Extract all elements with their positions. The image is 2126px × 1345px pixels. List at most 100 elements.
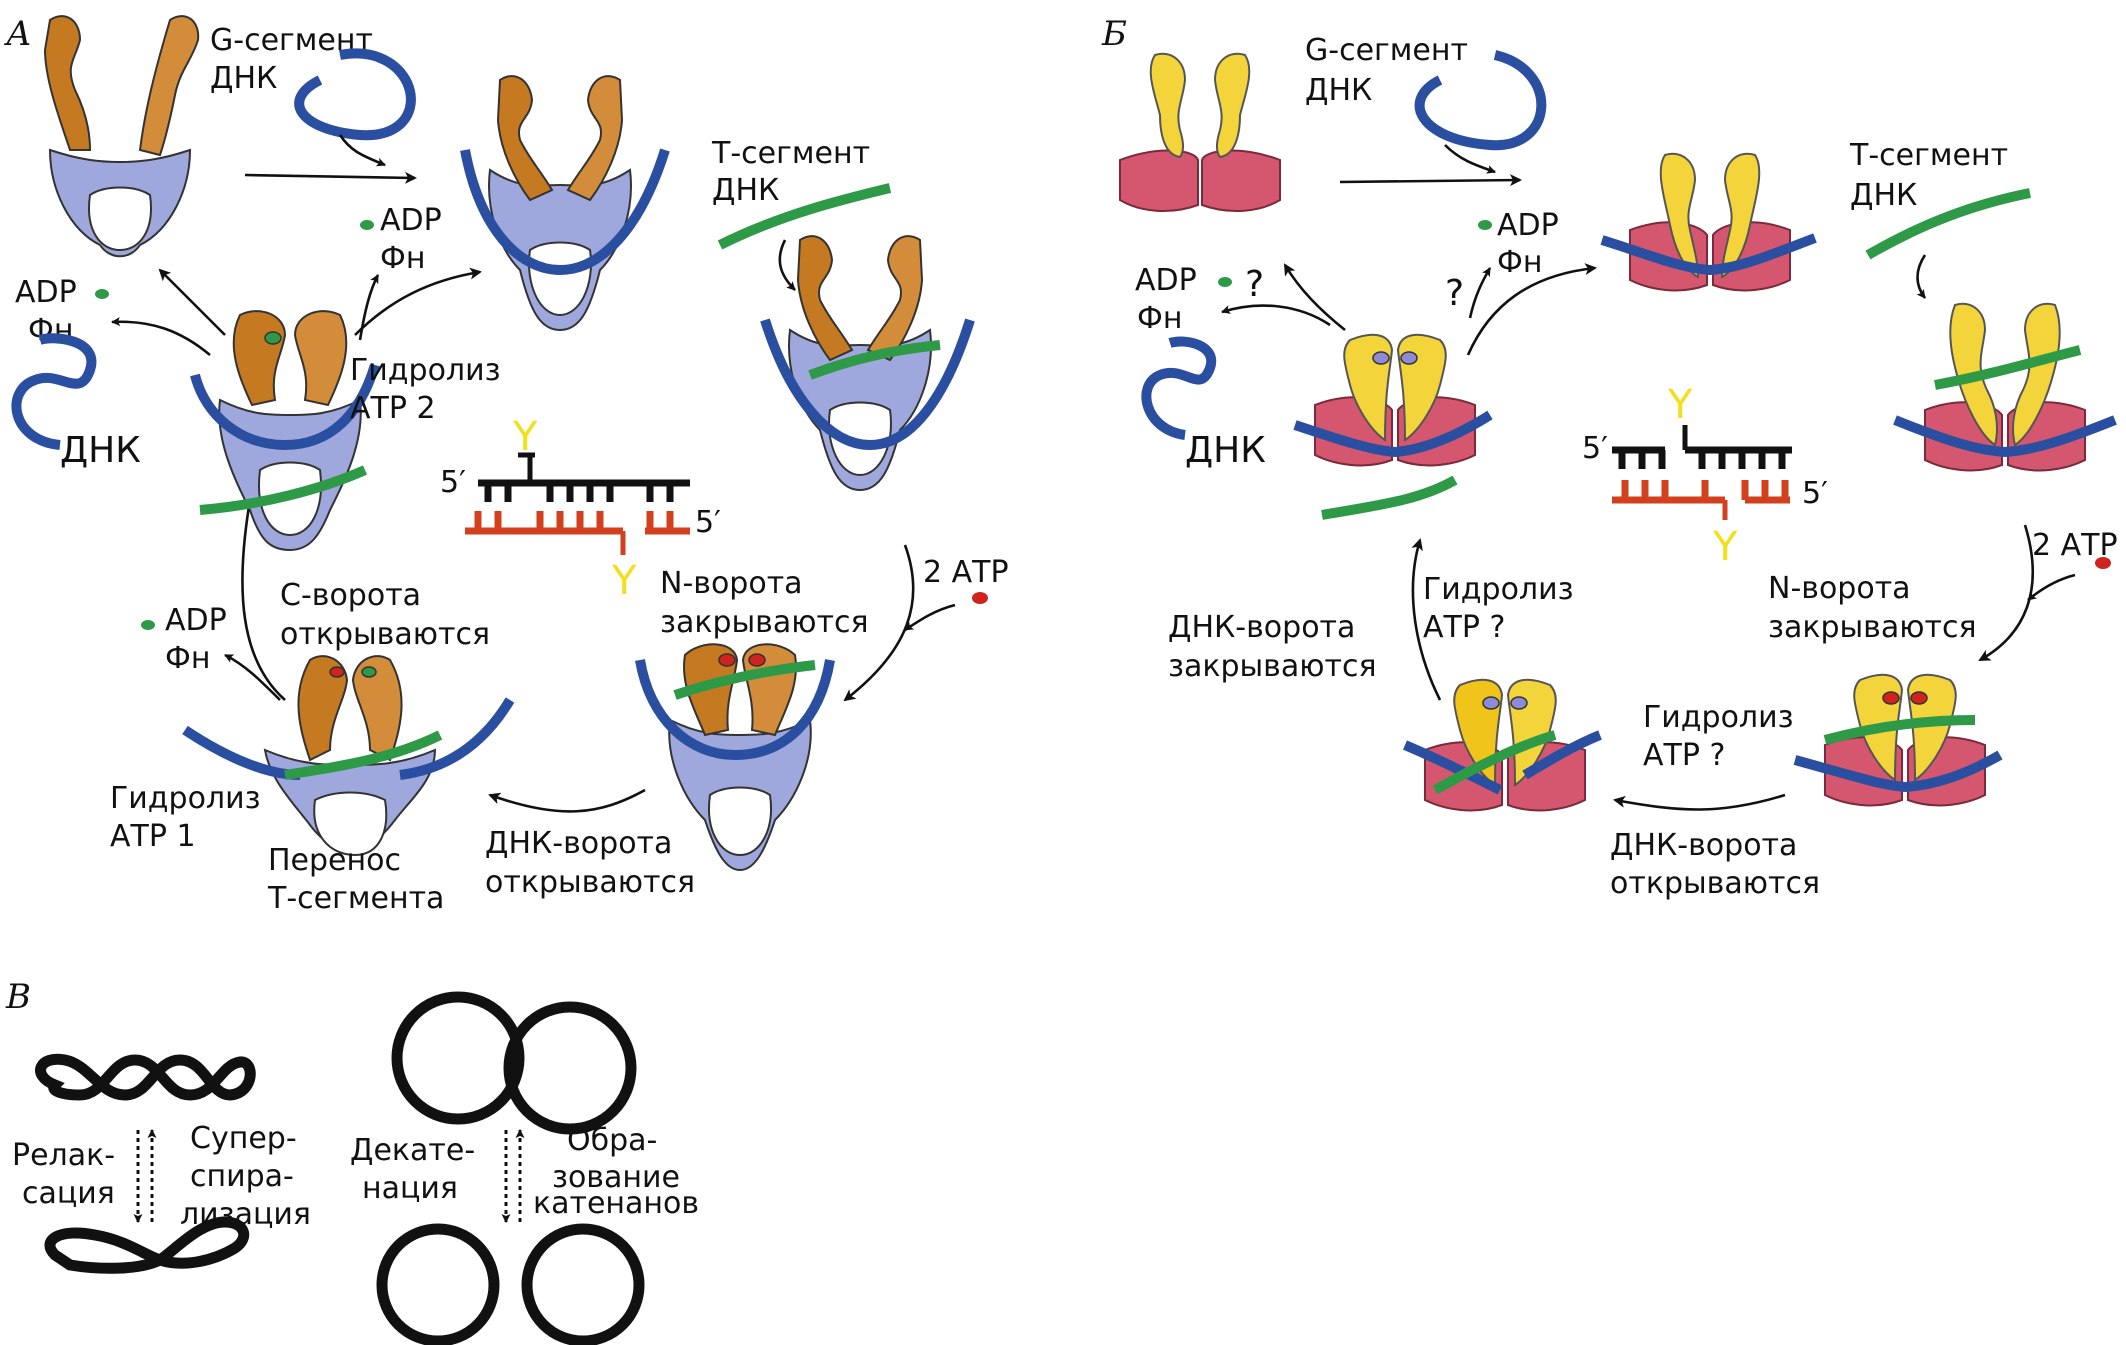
pi-left-b: Фн [1137,301,1182,336]
dna-gate-open-label-b: ДНК-ворота [1610,828,1797,863]
topo-transfer [1424,678,1586,812]
adp-dot-left-a [95,289,109,299]
arrow-adp-bottom-a [224,653,281,701]
t-segment-dna-b [1865,188,2031,260]
panel-label-b: Б [1101,14,1127,54]
arrow-up-left-a [158,268,226,336]
t-dna-nclosed-b [1823,715,1976,745]
svg-text:Y: Y [512,414,538,460]
adp-bottom-a: ADP [165,603,227,638]
t-segment-label-a: Т-сегмент [711,136,870,171]
n-gate-label2-b: закрываются [1768,610,1977,645]
svg-text:5′: 5′ [440,465,466,500]
arrow-t-bind-b [1916,254,1927,299]
arrow-bottom-a [488,788,646,813]
panel-label-c: В [5,977,31,1017]
supercoil-label3-c: лизация [180,1197,311,1232]
supercoiled-dna [35,1053,256,1101]
arrow-top-b [1339,174,1522,187]
arrow-t-bind-a [778,239,796,291]
supercoil-label-c: Супер- [190,1121,297,1156]
arrow-right-down-b [1978,524,2034,662]
arrow-up-right-a [354,267,482,336]
t-dna-right-b [1934,345,2082,390]
t-segment-dna-label-b: ДНК [1850,178,1917,213]
adp-dot-left-b [1218,277,1232,287]
g-segment-dna-a [294,48,416,141]
t-dna-transfer-a [284,730,443,780]
pi-bottom-a: Фн [165,641,210,676]
t-dna-nclosed-a [673,660,816,700]
n-gate-label-a: N-ворота [660,566,803,601]
arrow-left-up-b [1411,538,1442,701]
dna-released-b [1141,336,1217,440]
g-segment-dna-b [1414,50,1547,151]
topo-open [1119,52,1281,213]
atp-dot-b [2095,557,2111,569]
dna-released-label-a: ДНК [60,430,141,471]
adp-dot-top-b [1478,220,1492,230]
c-gate-label-a: С-ворота [280,578,421,613]
hydrolysis1-label2-a: АТР 1 [110,819,196,854]
two-atp-a: 2 АТР [923,555,1009,590]
arrow-atp-in-b [2027,573,2076,601]
relaxed-dna [44,1216,250,1274]
hydrolysis2-label2-a: АТР 2 [350,391,436,426]
g-dna-nclosed-b [1793,750,2003,793]
hydrolysis-q-bottom-label2-b: АТР ? [1643,738,1725,773]
g-dna-bound-b [1600,233,1817,276]
covalent-intermediate-b: 5′ 5′ Y Y [1582,382,1828,570]
g-dna-right-a [760,318,975,451]
adp-left-a: ADP [15,275,77,310]
gyrase-transfer [263,655,437,857]
arrow-adp-top-b [1468,267,1492,319]
free-ring-left [376,1223,500,1345]
dna-gate-open-label2-b: открываются [1610,866,1820,901]
hydrolysis2-label-a: Гидролиз [350,353,501,388]
svg-text:5′: 5′ [1802,476,1828,511]
t-segment-label-b: Т-сегмент [1849,138,2008,173]
catenane-ring-right [503,1001,637,1135]
dna-released-label-b: ДНК [1185,430,1266,471]
svg-text:Y: Y [1712,524,1738,570]
adp-dot-top-a [360,220,374,230]
catenation-label3-c: катенанов [533,1186,699,1221]
atp-dot-a [972,592,988,604]
hydrolysis-q-bottom-label-b: Гидролиз [1643,700,1794,735]
arrow-g-bind-a [338,134,386,167]
g-dna-release-b [1293,410,1493,458]
relaxation-label-c: Релак- [12,1138,115,1173]
g-dna-release-a [190,363,380,451]
free-ring-right [521,1223,645,1345]
gyrase-gbound [488,75,632,331]
t-dna-release-b [1321,475,1458,520]
question-left-b: ? [1245,264,1264,305]
arrow-bottom-b [1613,793,1786,811]
dna-gate-open-label-a: ДНК-ворота [485,826,672,861]
g-dna-nclosed-a [635,659,835,761]
pi-top-a: Фн [380,241,425,276]
n-gate-label-b: N-ворота [1768,571,1911,606]
g-dna-transfer-b [1403,730,1602,795]
dna-gate-open-label2-a: открываются [485,865,695,900]
topo-release [1314,333,1476,467]
gyrase-open [43,15,200,258]
dna-gate-close-label-b: ДНК-ворота [1168,610,1355,645]
catenation-label-c: Обра- [567,1123,657,1158]
arrow-left-up-a [241,498,286,701]
c-gate-label2-a: открываются [280,617,490,652]
g-dna-bound-a [460,148,670,276]
adp-top-b: ADP [1497,208,1559,243]
arrow-g-bind-b [1444,144,1496,174]
t-segment-dna-a [717,183,892,250]
adp-left-b: ADP [1135,263,1197,298]
question-top-b: ? [1445,273,1464,314]
hydrolysis1-label-a: Гидролиз [110,781,261,816]
g-segment-label-b: G-сегмент [1305,33,1468,68]
arrow-adp-top-a [358,274,380,341]
svg-text:Y: Y [611,558,637,604]
catenane-ring-left [391,991,525,1125]
g-segment-dna-label-a: ДНК [210,61,277,96]
hydrolysis-q-left-label-b: Гидролиз [1423,572,1574,607]
dna-released-a [11,333,97,450]
